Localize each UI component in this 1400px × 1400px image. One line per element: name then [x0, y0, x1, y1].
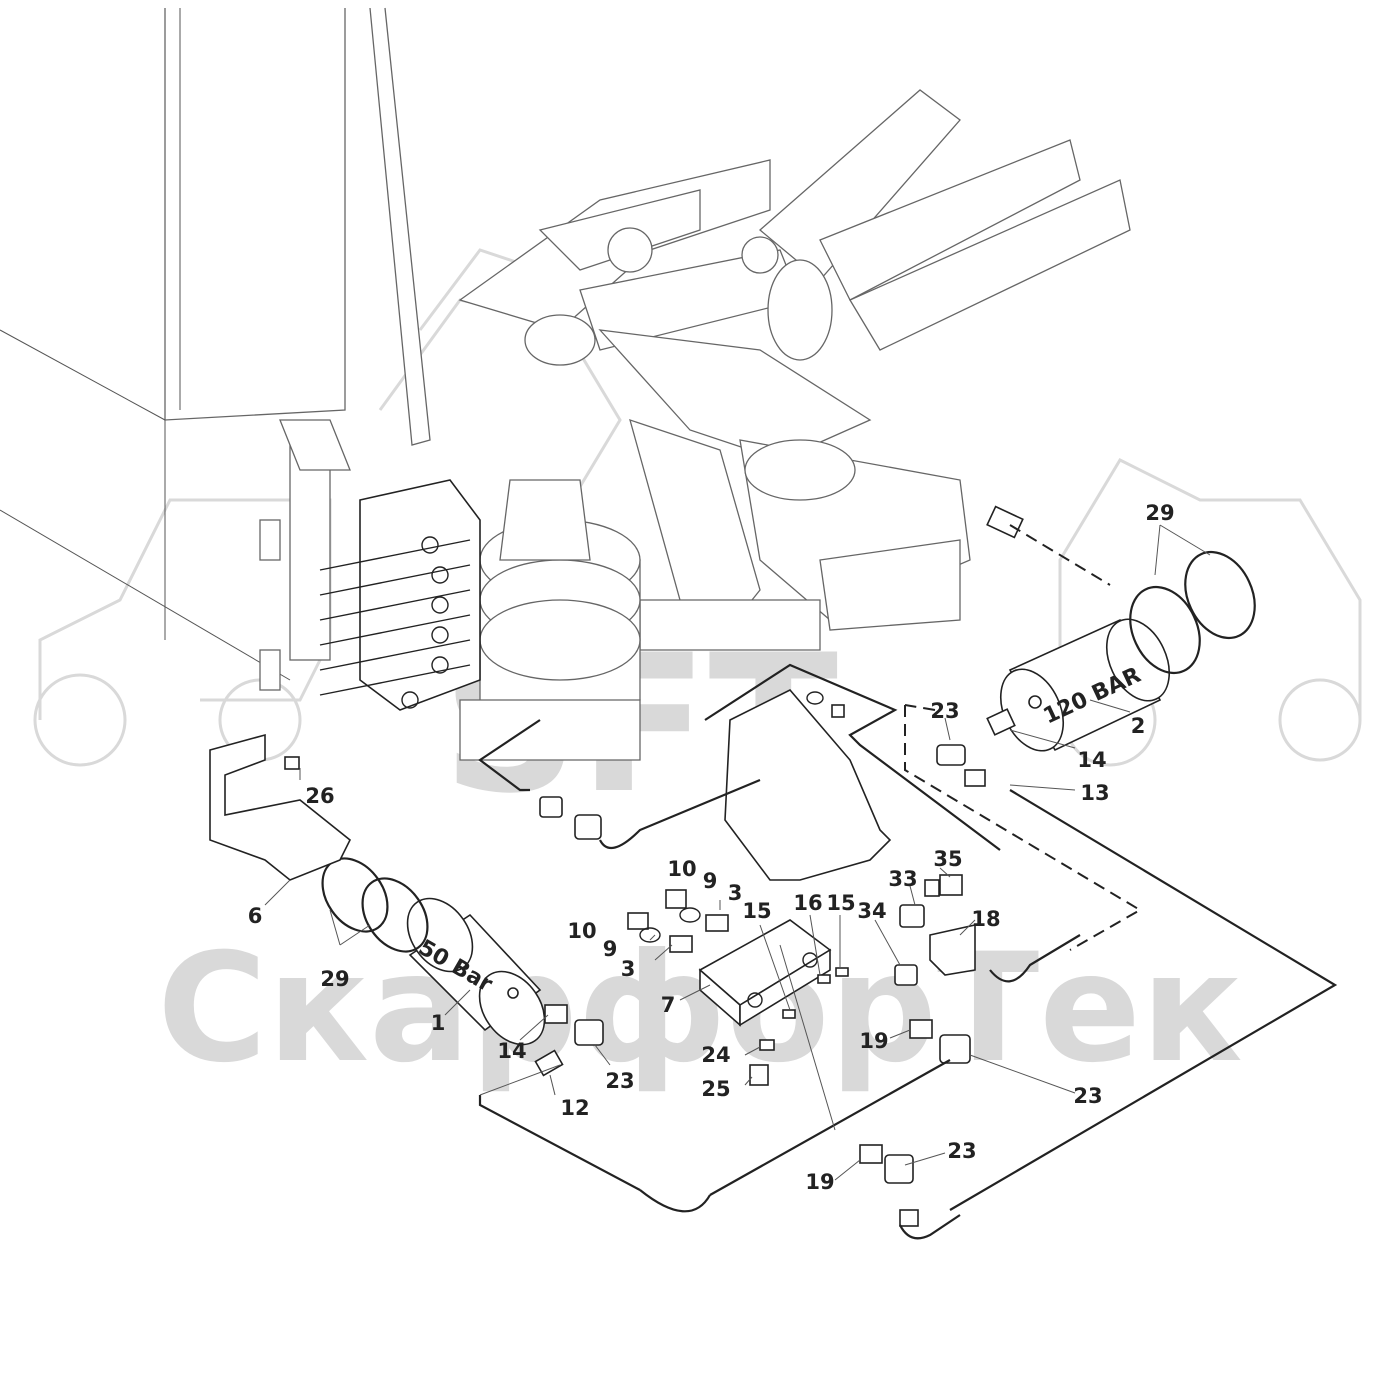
label-10b: 10: [567, 919, 596, 943]
label-23d: 23: [947, 1139, 976, 1163]
label-6: 6: [248, 904, 263, 928]
mounting-bracket: [209, 733, 352, 881]
label-3b: 3: [621, 957, 636, 981]
label-14a: 14: [1077, 748, 1106, 772]
machine-background: [0, 7, 1131, 761]
label-35: 35: [933, 847, 962, 871]
label-19a: 19: [859, 1029, 888, 1053]
label-23a: 23: [930, 699, 959, 723]
label-9b: 9: [603, 937, 618, 961]
label-25: 25: [701, 1077, 730, 1101]
watermark-company: СкарфорТек: [157, 922, 1243, 1096]
label-14b: 14: [497, 1039, 526, 1063]
label-34: 34: [857, 899, 886, 923]
leader-lines: [264, 524, 1211, 1181]
label-23b: 23: [605, 1069, 634, 1093]
filter-low-pressure: 50 Bar: [406, 897, 546, 1046]
label-26: 26: [305, 784, 334, 808]
hose-routing: [478, 524, 1338, 1240]
label-12: 12: [560, 1096, 589, 1120]
label-13: 13: [1080, 781, 1109, 805]
label-24: 24: [701, 1043, 730, 1067]
label-33: 33: [888, 867, 917, 891]
manifold-block: [698, 919, 832, 1027]
label-23c: 23: [1073, 1084, 1102, 1108]
label-29b: 29: [320, 967, 349, 991]
part-labels: 29 2 23 14 13 26 6 29 1 14 23 12 10 9 3 …: [248, 501, 1175, 1194]
label-1: 1: [431, 1011, 446, 1035]
label-2: 2: [1131, 714, 1146, 738]
label-7: 7: [661, 993, 676, 1017]
label-19b: 19: [805, 1170, 834, 1194]
label-9a: 9: [703, 869, 718, 893]
label-29a: 29: [1145, 501, 1174, 525]
label-18: 18: [971, 907, 1000, 931]
label-10a: 10: [667, 857, 696, 881]
fittings: [284, 505, 1024, 1227]
hose-clamps-right: [1129, 550, 1256, 675]
label-3a: 3: [728, 881, 743, 905]
label-16: 16: [793, 891, 822, 915]
label-15b: 15: [826, 891, 855, 915]
label-15a: 15: [742, 899, 771, 923]
mounting-plate: [724, 689, 892, 881]
control-valve-assembly: [319, 479, 481, 711]
